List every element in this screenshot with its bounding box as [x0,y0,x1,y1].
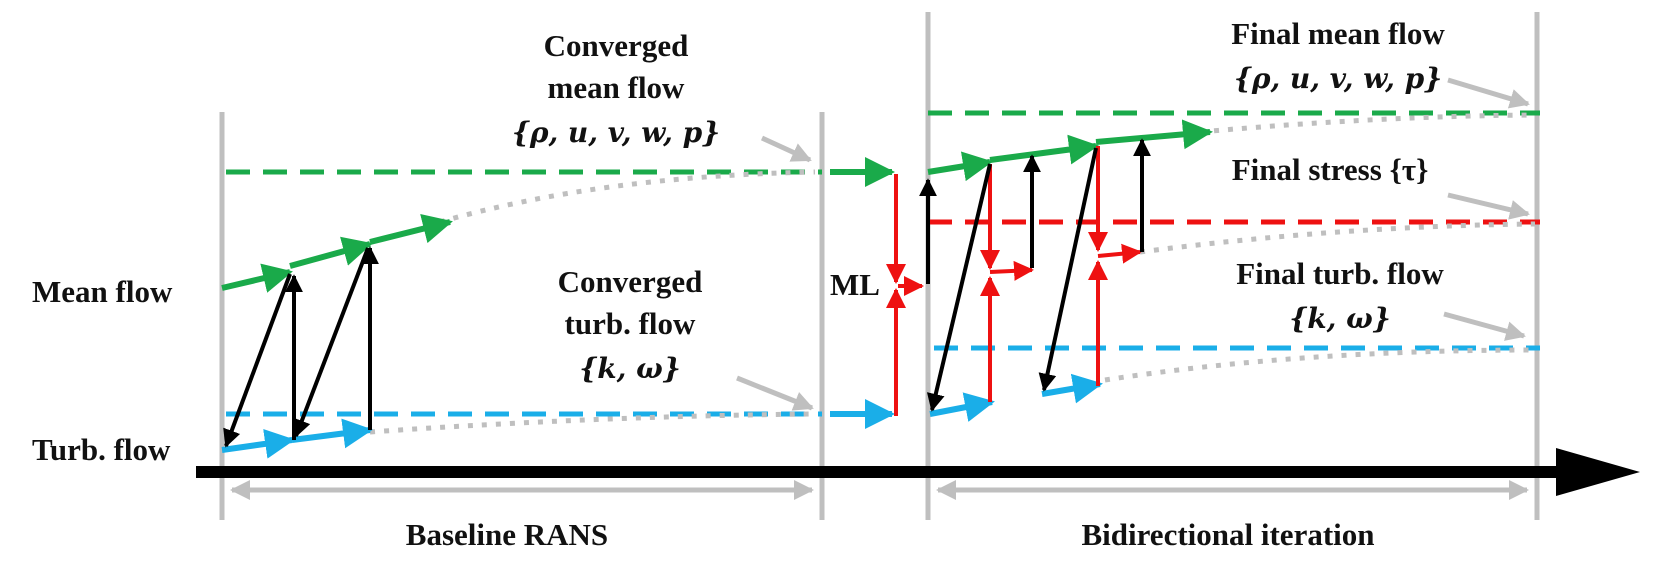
transfer-arrows [830,157,895,429]
pointer-final-stress [1447,192,1530,220]
iter-stress-steps [980,146,1142,402]
pointer-final-turb [1443,311,1526,341]
iter-stress-curve [1139,221,1536,255]
rans-mean-curve [439,169,816,225]
stress-step [989,260,1034,281]
stress-step [1097,243,1142,264]
mean-step [221,263,293,293]
final-mean-title: Final mean flow [1231,16,1445,51]
pointer-final-mean [1447,77,1530,109]
labels: Mean flow Turb. flow ML Converged mean f… [32,16,1445,552]
down-arrow [1038,147,1098,392]
turb-flow-label: Turb. flow [32,432,171,467]
converged-turb-title: Converged [558,264,703,299]
mean-step [1095,119,1213,150]
baseline-rans-label: Baseline RANS [406,517,608,552]
converged-mean-subtitle: mean flow [548,70,686,105]
down-arrow [926,163,992,412]
final-turb-vars: {k, ω} [1289,302,1391,335]
turb-step [1041,373,1103,404]
iter-turb-steps [929,373,1103,422]
convergence-curves [369,112,1536,435]
pointer-converged-mean [760,135,812,163]
timeline-arrowhead-icon [1556,448,1640,496]
pointer-converged-turb [736,375,814,411]
final-mean-vars: {ρ, u, v, w, p} [1234,62,1442,95]
final-stress-label: Final stress {τ} [1232,152,1429,187]
turb-step [221,428,295,459]
rans-turb-curve [369,411,816,435]
iter-coupling-arrows [919,138,1151,412]
final-turb-title: Final turb. flow [1236,256,1444,291]
rans-mean-steps [221,213,453,293]
mean-step [369,213,453,245]
bidirectional-label: Bidirectional iteration [1081,517,1374,552]
iter-mean-curve [1199,112,1536,135]
pointer-arrows [736,77,1530,411]
turb-step [929,392,995,422]
converged-turb-subtitle: turb. flow [565,306,697,341]
converged-mean-title: Converged [544,28,689,63]
mean-flow-label: Mean flow [32,274,173,309]
ml-label: ML [830,267,880,302]
down-arrow [293,247,370,438]
turb-step [291,418,373,449]
rans-coupling-arrows [223,246,379,448]
rans-turb-steps [221,418,373,459]
iter-turb-curve [1104,347,1536,383]
converged-turb-vars: {k, ω} [579,352,681,385]
mean-step [989,134,1099,165]
converged-mean-vars: {ρ, u, v, w, p} [512,116,720,149]
iter-mean-steps [927,119,1213,182]
ml-stress-arrows [886,174,924,416]
mean-step [289,236,373,269]
down-arrow [223,273,292,448]
mean-step [927,151,993,182]
